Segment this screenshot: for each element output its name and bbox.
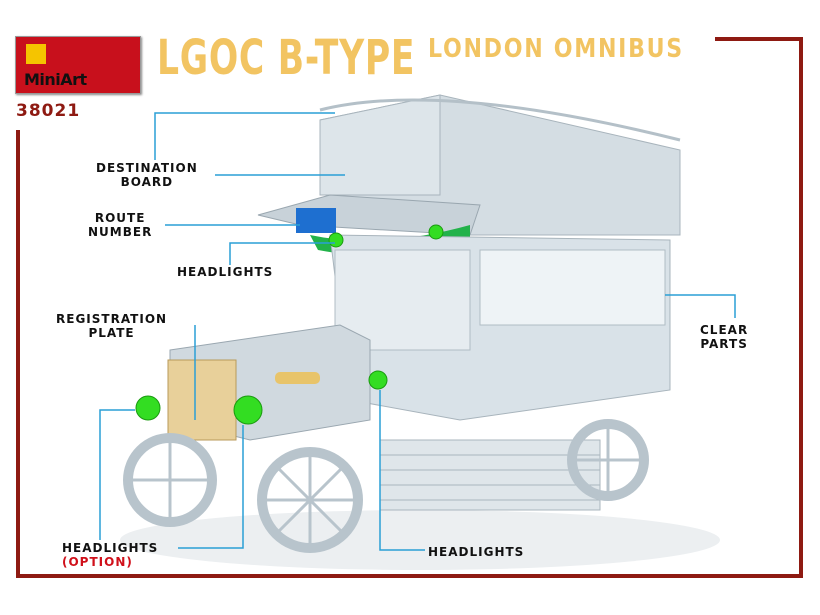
- kit-number: 38021: [16, 101, 81, 121]
- miniart-logo: MiniArt: [15, 36, 141, 94]
- frame-top: [715, 37, 803, 41]
- callout-line: REGISTRATION: [56, 312, 168, 326]
- callout-headlights-option: HEADLIGHTS (OPTION): [62, 541, 158, 569]
- frame-left: [16, 130, 20, 578]
- callout-line: ROUTE: [94, 211, 146, 225]
- headlight-right: [233, 395, 263, 425]
- option-note: (OPTION): [62, 555, 133, 569]
- logo-text: MiniArt: [24, 70, 87, 89]
- callout-line: PARTS: [700, 337, 748, 351]
- frame-bottom: [16, 574, 803, 578]
- headlight-left: [135, 395, 161, 421]
- callout-headlights-top: HEADLIGHTS: [177, 265, 274, 279]
- frame-right: [799, 37, 803, 578]
- callout-line: HEADLIGHTS: [62, 541, 159, 555]
- radiator: [167, 359, 237, 441]
- callout-line: NUMBER: [88, 225, 153, 239]
- callout-clear-parts: CLEAR PARTS: [700, 323, 748, 351]
- route-number-part: [296, 208, 336, 233]
- leader-lines: [99, 112, 736, 551]
- page-title: LGOC B-TYPE: [157, 30, 416, 86]
- callout-line: PLATE: [88, 326, 135, 340]
- callout-destination-board: DESTINATION BOARD: [96, 161, 198, 189]
- logo-square: [26, 44, 46, 64]
- callout-line: DESTINATION: [96, 161, 198, 175]
- callout-registration-plate: REGISTRATION PLATE: [56, 312, 167, 340]
- page-subtitle: LONDON OMNIBUS: [428, 34, 684, 64]
- callout-headlights-bottom: HEADLIGHTS: [428, 545, 525, 559]
- callout-route-number: ROUTE NUMBER: [88, 211, 152, 239]
- callout-line: BOARD: [120, 175, 174, 189]
- callout-line: CLEAR: [700, 323, 749, 337]
